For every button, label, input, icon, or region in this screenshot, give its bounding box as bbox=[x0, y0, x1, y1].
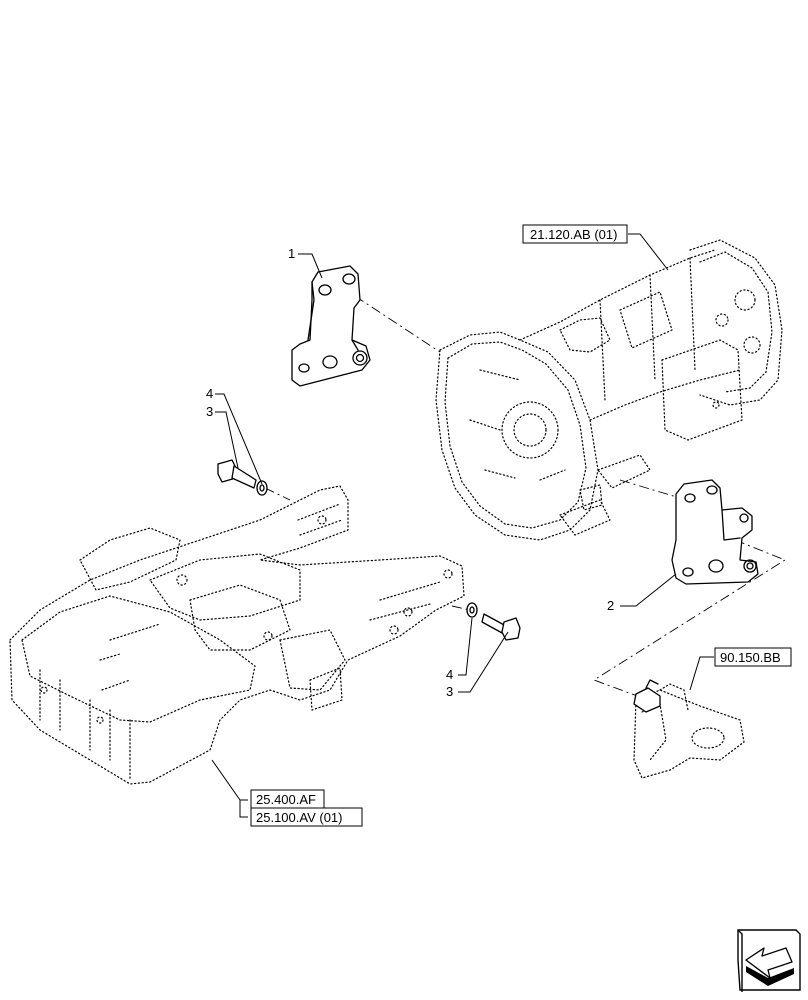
leader-transmission-ref bbox=[628, 233, 669, 271]
leader-frame-ref bbox=[211, 759, 248, 818]
ref-box-frame-a[interactable]: 25.400.AF bbox=[250, 789, 325, 809]
callout-3-upper: 3 bbox=[206, 404, 213, 419]
ref-label-bracket: 90.150.BB bbox=[720, 650, 781, 665]
leader-bracket-ref bbox=[689, 656, 714, 691]
ref-box-bracket[interactable]: 90.150.BB bbox=[714, 647, 792, 667]
front-support-frame bbox=[9, 485, 465, 785]
bracket-part-1 bbox=[291, 265, 371, 387]
front-bracket-assembly bbox=[633, 679, 745, 779]
ref-label-frame-a: 25.400.AF bbox=[256, 792, 316, 807]
bolt-and-washer-lower bbox=[466, 602, 521, 641]
ref-label-transmission: 21.120.AB (01) bbox=[530, 227, 617, 242]
transmission-housing bbox=[435, 239, 783, 541]
ref-label-frame-b: 25.100.AV (01) bbox=[256, 810, 342, 825]
ref-box-frame-b[interactable]: 25.100.AV (01) bbox=[250, 807, 363, 827]
navigation-arrow-icon[interactable] bbox=[737, 929, 801, 992]
callout-3-lower: 3 bbox=[446, 684, 453, 699]
leader-3-4-upper bbox=[215, 393, 263, 485]
callout-2: 2 bbox=[607, 598, 614, 613]
leader-2 bbox=[620, 573, 677, 607]
ref-box-transmission[interactable]: 21.120.AB (01) bbox=[522, 224, 628, 244]
leader-1 bbox=[298, 253, 323, 279]
bolt-and-washer-upper bbox=[217, 459, 268, 496]
bracket-part-2 bbox=[671, 479, 759, 585]
callout-1: 1 bbox=[288, 246, 295, 261]
callout-4-lower: 4 bbox=[446, 667, 453, 682]
leader-3-4-lower bbox=[458, 617, 509, 693]
callout-4-upper: 4 bbox=[206, 386, 213, 401]
